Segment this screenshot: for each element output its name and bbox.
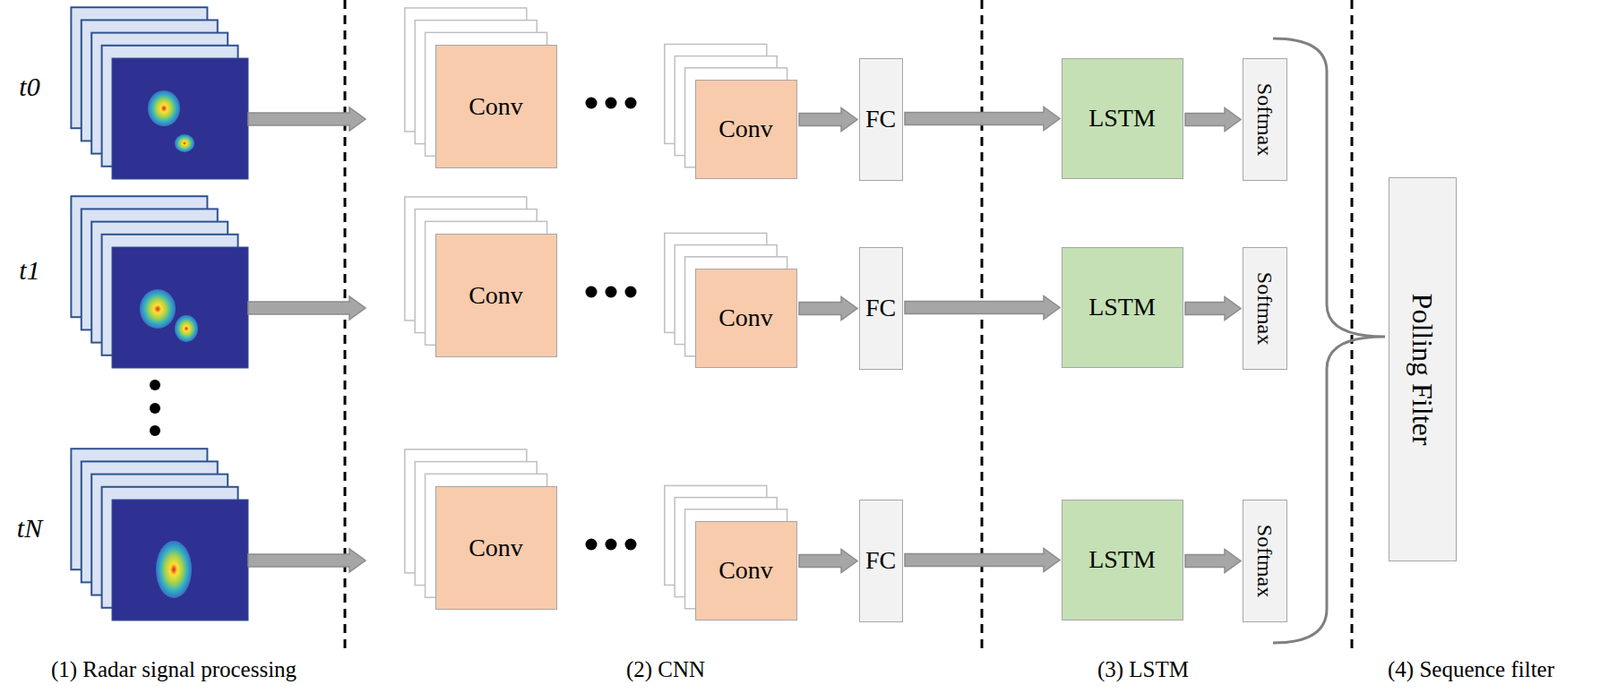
ellipsis-dot: [585, 286, 598, 299]
time-step-label: t0: [18, 71, 40, 103]
flow-arrow: [799, 550, 858, 574]
node-label: Softmax: [1252, 82, 1277, 155]
arrow-shape: [799, 550, 858, 574]
flow-arrow: [1185, 297, 1241, 321]
flow-arrow: [799, 297, 858, 321]
radar-heatmap: [111, 499, 249, 621]
node-label: LSTM: [1088, 292, 1156, 322]
arrow-shape: [1185, 550, 1241, 574]
section-label: (4) Sequence filter: [1387, 657, 1555, 683]
ellipsis-dot: [625, 97, 637, 110]
conv-box: Conv: [695, 79, 798, 180]
flow-arrow: [799, 108, 858, 132]
arrow-shape: [799, 108, 858, 132]
ellipsis-dot: [625, 286, 637, 299]
conv-box: Conv: [435, 44, 558, 169]
node-label: Polling Filter: [1405, 292, 1439, 446]
node-label: Softmax: [1252, 524, 1277, 597]
node-label: Softmax: [1252, 271, 1277, 345]
ellipsis-dot: [605, 97, 618, 110]
node-label: FC: [865, 293, 896, 323]
flow-arrow: [904, 107, 1060, 131]
arrow-shape: [799, 297, 858, 321]
ellipsis-dot: [605, 539, 618, 551]
arrow-shape: [904, 296, 1060, 320]
section-label: (3) LSTM: [1097, 657, 1189, 683]
ellipsis-dot: [625, 539, 637, 551]
time-step-label: tN: [17, 513, 43, 544]
node-label: FC: [865, 104, 896, 134]
node-label: Conv: [718, 114, 774, 144]
node-label: Conv: [468, 92, 524, 121]
arrow-shape: [1185, 297, 1241, 321]
arrow-shape: [904, 107, 1060, 131]
node-label: LSTM: [1088, 545, 1156, 575]
ellipsis-dot: [605, 286, 618, 299]
lstm-box: LSTM: [1061, 247, 1184, 369]
radar-heatmap: [111, 247, 249, 369]
section-dividers: [344, 0, 1352, 654]
radar-heatmap: [111, 58, 249, 180]
arrow-shape: [904, 549, 1060, 573]
softmax-box: Softmax: [1242, 499, 1288, 623]
conv-box: Conv: [435, 486, 558, 611]
ellipsis-dot: [585, 539, 598, 551]
node-label: Conv: [468, 281, 524, 310]
ellipsis-dots: [149, 379, 161, 437]
input-arrow: [248, 107, 366, 131]
radar-target: [139, 289, 176, 329]
node-label: Conv: [468, 533, 524, 563]
flow-arrow: [904, 296, 1060, 320]
flow-arrow: [1185, 108, 1241, 132]
fc-box: FC: [859, 499, 904, 623]
section-label: (2) CNN: [626, 657, 706, 683]
node-label: FC: [865, 546, 896, 576]
input-arrow: [248, 549, 366, 573]
radar-target: [155, 541, 192, 599]
softmax-box: Softmax: [1242, 58, 1288, 181]
node-label: Conv: [718, 556, 774, 585]
radar-target: [174, 315, 198, 343]
filter-box: Polling Filter: [1388, 177, 1457, 562]
ellipsis-dot: [585, 97, 598, 110]
merge-bracket: [1273, 38, 1385, 644]
flow-arrow: [1185, 550, 1241, 574]
lstm-box: LSTM: [1061, 58, 1184, 180]
fc-box: FC: [859, 247, 904, 370]
radar-target: [174, 134, 195, 153]
conv-box: Conv: [435, 233, 558, 358]
arrow-shape: [1185, 108, 1241, 132]
radar-target: [147, 90, 181, 127]
softmax-box: Softmax: [1242, 247, 1288, 370]
section-label: (1) Radar signal processing: [51, 657, 297, 683]
flow-arrow: [904, 549, 1060, 573]
time-step-label: t1: [18, 255, 40, 286]
lstm-box: LSTM: [1061, 499, 1184, 621]
node-label: Conv: [718, 303, 774, 333]
conv-box: Conv: [695, 268, 798, 369]
input-arrow: [248, 296, 366, 320]
node-label: LSTM: [1088, 103, 1156, 133]
fc-box: FC: [859, 58, 904, 181]
conv-box: Conv: [695, 521, 798, 621]
